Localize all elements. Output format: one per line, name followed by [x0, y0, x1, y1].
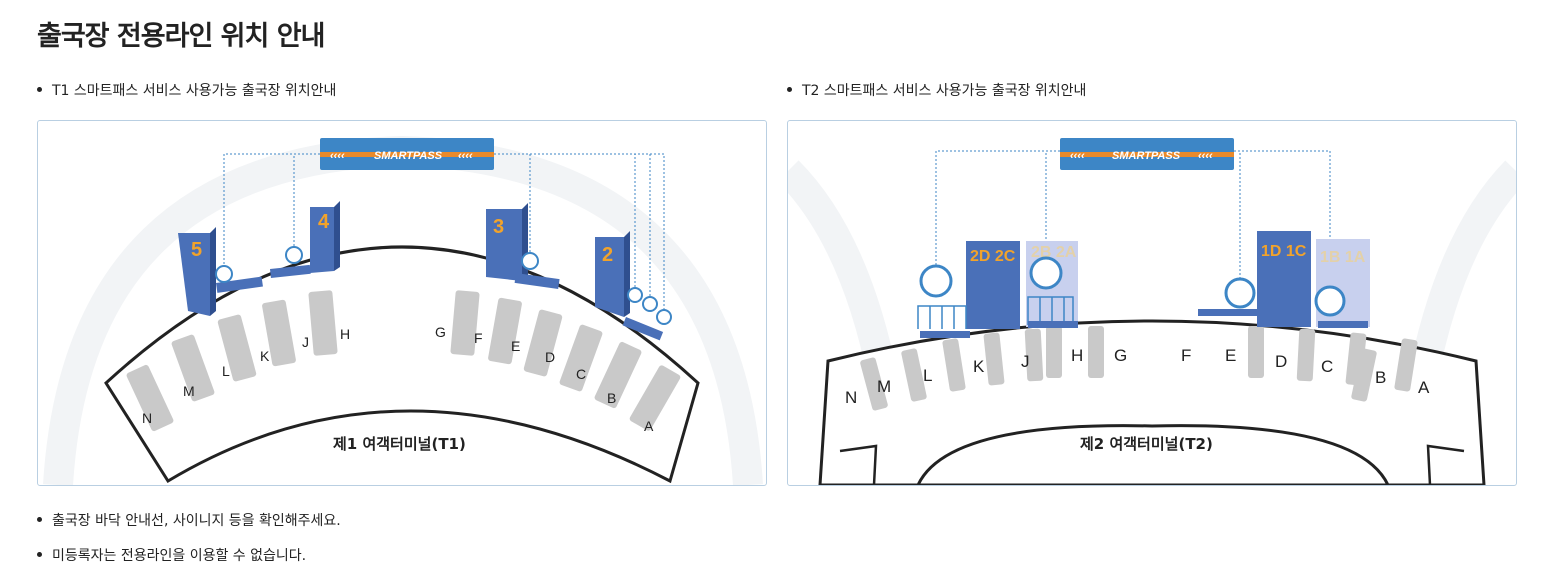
t1-smartpass-banner: ‹‹‹‹ SMARTPASS ‹‹‹‹ [320, 138, 494, 170]
note-item: 미등록자는 전용라인을 이용할 수 없습니다. [37, 545, 306, 565]
t1-banner-text: SMARTPASS [374, 150, 443, 162]
t2-zone-label: J [1021, 352, 1030, 371]
note-text: 출국장 바닥 안내선, 사이니지 등을 확인해주세요. [52, 513, 341, 529]
t2-terminal-outline [818, 319, 1486, 485]
t2-gate-number: 2B 2A [1031, 244, 1077, 261]
t2-smartpass-banner: ‹‹‹‹ SMARTPASS ‹‹‹‹ [1060, 138, 1234, 170]
t2-zone-label: M [877, 377, 891, 396]
t2-map: N M L K J H G F E D C B A ‹‹‹‹ SMARTPASS… [788, 138, 1516, 485]
t1-zone-label: E [511, 338, 520, 354]
t1-terminal-outline [104, 245, 700, 484]
t2-checkin-counters [860, 326, 1418, 411]
svg-text:‹‹‹‹: ‹‹‹‹ [458, 150, 473, 162]
t2-gate-number: 2D 2C [970, 248, 1016, 265]
t2-pillar-2d2c: 2D 2C 2B 2A [917, 241, 1078, 338]
t2-gate-number: 1D 1C [1261, 243, 1307, 260]
t2-banner-text: SMARTPASS [1112, 150, 1181, 162]
t1-zone-label: G [435, 324, 446, 340]
t2-zone-label: L [923, 366, 932, 385]
svg-text:‹‹‹‹: ‹‹‹‹ [330, 150, 345, 162]
t1-pillar-3: 3 [486, 203, 560, 290]
t2-map-panel: N M L K J H G F E D C B A ‹‹‹‹ SMARTPASS… [787, 120, 1517, 486]
t1-zone-label: M [183, 383, 195, 399]
t1-zone-label: B [607, 390, 616, 406]
bullet-icon [787, 86, 792, 92]
t2-pillar-1d1c: 1D 1C 1B 1A [1198, 231, 1370, 328]
t2-zone-label: B [1375, 368, 1386, 387]
t2-terminal-label: 제2 여객터미널(T2) [1080, 435, 1213, 453]
t2-zone-label: F [1181, 346, 1191, 365]
t1-zone-label: L [222, 363, 230, 379]
t1-gate-number: 2 [602, 244, 613, 266]
note-item: 출국장 바닥 안내선, 사이니지 등을 확인해주세요. [37, 510, 341, 530]
t2-section-heading: T2 스마트패스 서비스 사용가능 출국장 위치안내 [787, 80, 1086, 100]
t2-zone-label: H [1071, 346, 1083, 365]
t1-gate-number: 3 [493, 216, 504, 238]
t1-map: N M L K J H G F E D C B A ‹‹‹‹ SMARTPASS… [43, 135, 763, 485]
t1-terminal-label: 제1 여객터미널(T1) [333, 435, 466, 453]
t2-zone-label: K [973, 357, 985, 376]
t2-gate-number: 1B 1A [1320, 249, 1366, 266]
t2-zone-label: A [1418, 378, 1430, 397]
t1-connector-lines [223, 153, 665, 309]
t2-zone-label: N [845, 388, 857, 407]
t1-zone-label: J [302, 334, 309, 350]
t1-pillar-5: 5 [178, 227, 263, 316]
t1-checkin-counters [126, 290, 681, 432]
t1-heading-text: T1 스마트패스 서비스 사용가능 출국장 위치안내 [52, 83, 337, 99]
t1-zone-label: C [576, 366, 586, 382]
bullet-icon [37, 516, 42, 522]
svg-text:‹‹‹‹: ‹‹‹‹ [1198, 150, 1213, 162]
t1-pillar-4: 4 [270, 201, 340, 278]
t1-map-panel: N M L K J H G F E D C B A ‹‹‹‹ SMARTPASS… [37, 120, 767, 486]
bullet-icon [37, 86, 42, 92]
t2-zone-label: D [1275, 352, 1287, 371]
t1-zone-label: D [545, 349, 555, 365]
t2-heading-text: T2 스마트패스 서비스 사용가능 출국장 위치안내 [802, 83, 1087, 99]
t2-zone-label: G [1114, 346, 1127, 365]
bullet-icon [37, 551, 42, 557]
page-title: 출국장 전용라인 위치 안내 [37, 21, 325, 52]
t1-gate-number: 4 [318, 211, 330, 233]
svg-text:‹‹‹‹: ‹‹‹‹ [1070, 150, 1085, 162]
t1-zone-label: F [474, 330, 483, 346]
note-text: 미등록자는 전용라인을 이용할 수 없습니다. [52, 548, 307, 564]
t1-zone-label: H [340, 326, 350, 342]
t1-pillar-2: 2 [595, 231, 672, 341]
t1-zone-label: A [644, 418, 654, 434]
t1-section-heading: T1 스마트패스 서비스 사용가능 출국장 위치안내 [37, 80, 336, 100]
t1-zone-label: K [260, 348, 270, 364]
t1-gate-number: 5 [191, 239, 202, 261]
t2-zone-label: C [1321, 357, 1333, 376]
t1-zone-label: N [142, 410, 152, 426]
t2-zone-label: E [1225, 346, 1236, 365]
